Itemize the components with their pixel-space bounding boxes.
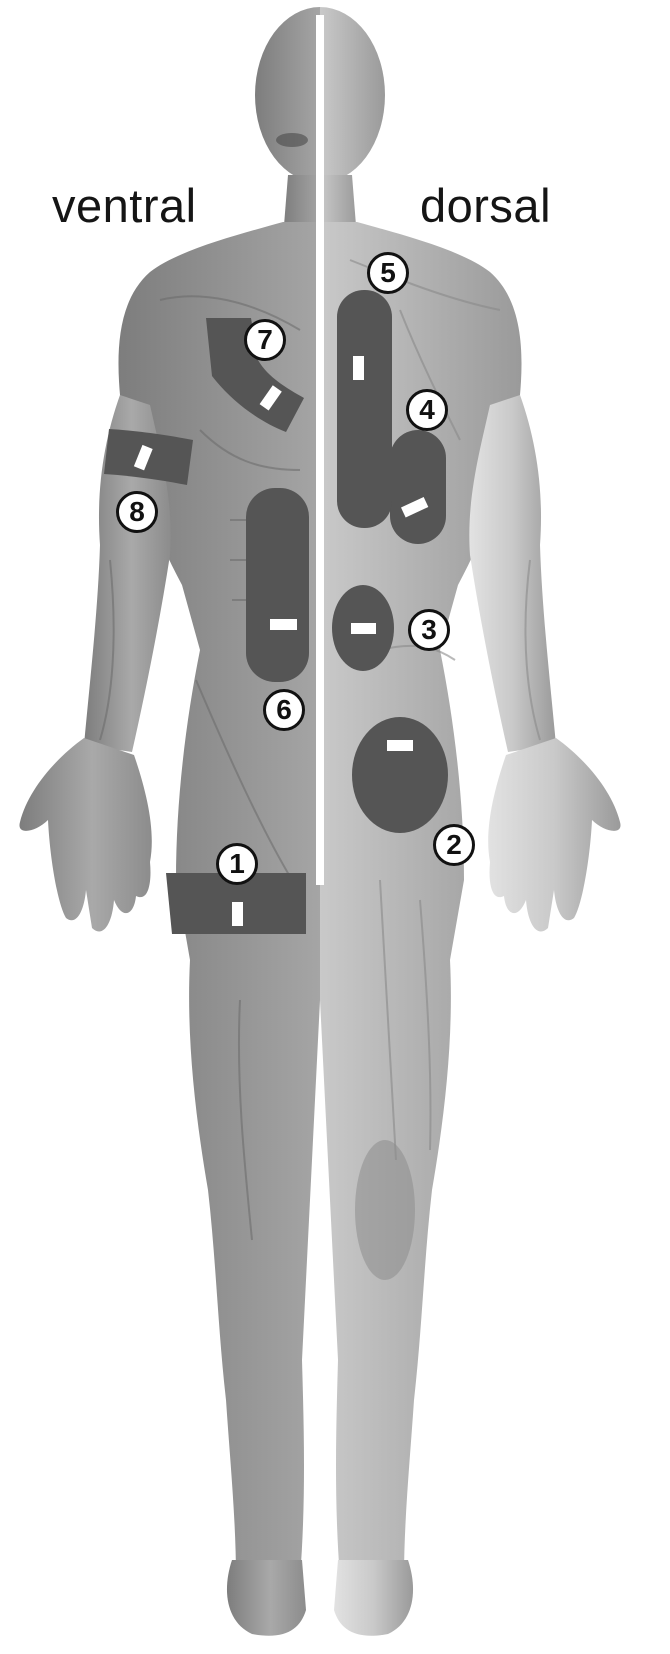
pad-tab: [401, 496, 429, 518]
electrode-pad-7: [206, 318, 304, 432]
pad-tab: [353, 356, 364, 380]
electrode-pad-5: [337, 290, 392, 528]
dorsal-label: dorsal: [420, 179, 552, 232]
site-marker-5: 5: [367, 252, 409, 294]
pad-tab: [387, 740, 413, 751]
midline-divider: [316, 15, 324, 885]
pad-tab: [270, 619, 297, 630]
site-marker-1: 1: [216, 843, 258, 885]
pad-tab: [232, 902, 243, 926]
pad-tab: [351, 623, 376, 634]
electrode-pad-1: [166, 873, 306, 934]
electrode-pad-6: [246, 488, 309, 682]
site-marker-3: 3: [408, 609, 450, 651]
site-marker-2: 2: [433, 824, 475, 866]
electrode-pad-8: [104, 429, 193, 485]
site-marker-4: 4: [406, 389, 448, 431]
electrode-pad-3: [332, 585, 394, 671]
dorsal-half: [320, 7, 621, 1636]
pad-tab: [259, 385, 282, 411]
site-marker-8: 8: [116, 491, 158, 533]
electrode-pad-2: [352, 717, 448, 833]
ventral-label: ventral: [52, 179, 197, 232]
site-marker-6: 6: [263, 689, 305, 731]
electrode-pad-4: [390, 430, 446, 544]
pad-tab: [133, 444, 153, 471]
site-marker-7: 7: [244, 319, 286, 361]
